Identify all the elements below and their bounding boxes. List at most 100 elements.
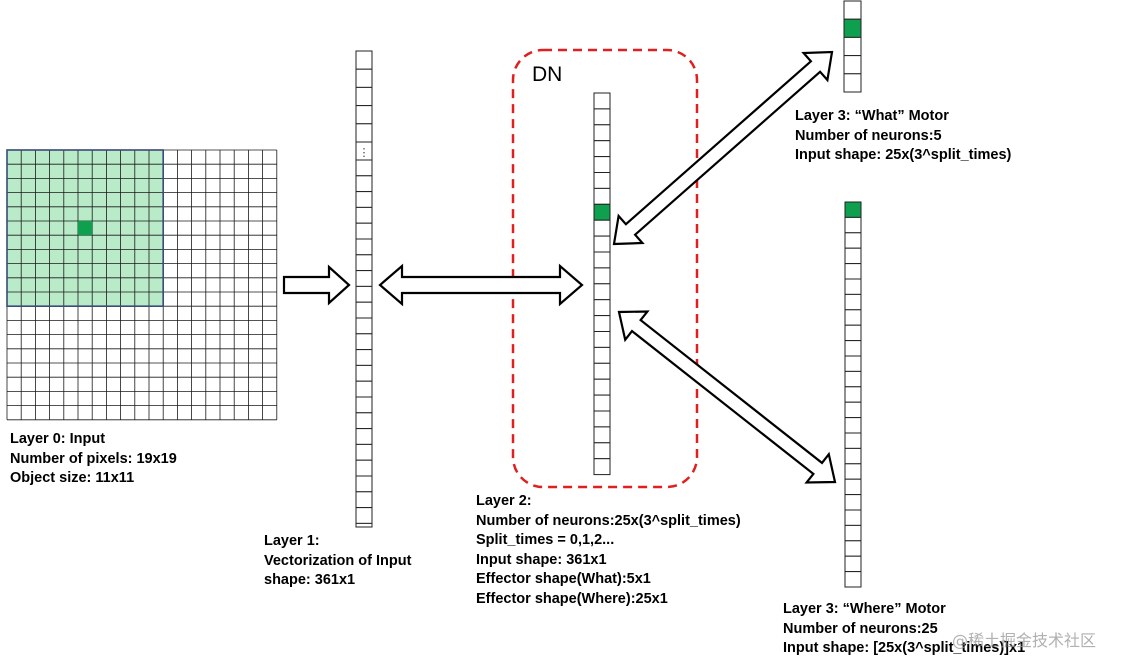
layer1-cell — [355, 254, 373, 272]
layer2-neurons: Number of neurons:25x(3^split_times) — [476, 512, 741, 529]
layer2-neuron — [593, 442, 611, 460]
where-motor-neuron — [844, 478, 862, 496]
where-input-shape: Input shape: [25x(3^split_times)]x1 — [783, 640, 1026, 656]
layer2-input-shape: Input shape: 361x1 — [476, 551, 607, 568]
where-motor-neuron — [844, 555, 862, 573]
what-input-shape: Input shape: 25x(3^split_times) — [795, 147, 1012, 163]
arrow-input-to-layer1 — [282, 264, 351, 306]
what-title: Layer 3: “What” Motor — [795, 108, 949, 124]
layer2-split: Split_times = 0,1,2... — [476, 532, 615, 548]
layer2-neuron-column — [593, 92, 611, 476]
where-motor-neuron — [844, 432, 862, 449]
layer2-neuron — [593, 315, 611, 333]
layer1-cell — [355, 459, 373, 477]
layer0-object-size: Object size: 11x11 — [10, 470, 135, 486]
layer2-neuron — [593, 331, 611, 348]
where-motor-neuron — [844, 201, 862, 218]
where-motor-neuron — [844, 309, 862, 326]
where-motor-neuron — [844, 355, 862, 372]
where-motor-neuron — [844, 324, 862, 342]
layer1-cell — [355, 349, 373, 366]
layer2-neuron — [593, 251, 611, 269]
arrow-layer2-where — [617, 310, 837, 484]
where-motor-neuron — [844, 571, 862, 588]
layer1-cell — [355, 333, 373, 351]
where-motor-neuron — [844, 386, 862, 403]
layer1-cell — [355, 270, 373, 287]
arrow-layer2-what — [612, 50, 834, 246]
layer2-neuron — [593, 219, 611, 237]
where-motor-neuron — [844, 417, 862, 434]
connection-arrows — [282, 50, 837, 484]
layer1-cell — [355, 396, 373, 414]
layer2-neuron — [593, 267, 611, 285]
layer2-effector-where: Effector shape(Where):25x1 — [476, 590, 668, 607]
layer1-cell — [355, 86, 373, 107]
layer2-neuron — [593, 346, 611, 364]
layer2-neuron — [593, 394, 611, 412]
layer2-neuron — [593, 235, 611, 253]
layer2-neuron — [593, 203, 611, 221]
what-motor-column — [843, 0, 862, 93]
where-motor-column — [844, 201, 862, 588]
dn-label: DN — [532, 63, 563, 86]
layer1-cell — [355, 191, 373, 208]
layer1-vector-column — [355, 50, 373, 528]
what-motor-neuron — [843, 18, 862, 38]
layer2-neuron — [593, 283, 611, 301]
where-motor-neuron — [844, 278, 862, 295]
what-motor-neuron — [843, 73, 862, 93]
layer2-neuron — [593, 92, 611, 110]
layer2-neuron — [593, 172, 611, 189]
input-pixel-grid — [6, 149, 278, 421]
layer0-caption: Layer 0: Input Number of pixels: 19x19 O… — [10, 430, 177, 489]
what-motor-neuron — [843, 55, 862, 75]
where-motor-neuron — [844, 340, 862, 357]
layer2-neuron — [593, 187, 611, 205]
where-motor-neuron — [844, 401, 862, 419]
what-motor-neuron — [843, 0, 862, 20]
where-motor-neuron — [844, 216, 862, 234]
layer2-neuron — [593, 156, 611, 174]
layer1-cell — [355, 105, 373, 125]
layer2-caption: Layer 2: Number of neurons:25x(3^split_t… — [476, 492, 741, 609]
layer2-neuron — [593, 108, 611, 126]
layer1-cell — [355, 364, 373, 382]
where-motor-neuron — [844, 540, 862, 557]
layer1-cell — [355, 317, 373, 335]
layer2-neuron — [593, 410, 611, 428]
layer1-cell — [355, 123, 373, 143]
layer1-cell — [355, 443, 373, 461]
where-motor-neuron — [844, 370, 862, 388]
layer1-title: Layer 1: — [264, 533, 320, 549]
layer1-cell — [355, 238, 373, 256]
where-motor-caption: Layer 3: “Where” Motor Number of neurons… — [783, 600, 1025, 659]
layer0-title: Layer 0: Input — [10, 431, 106, 447]
where-motor-neuron — [844, 232, 862, 249]
watermark: @稀土掘金技术社区 — [952, 631, 1097, 650]
layer2-title: Layer 2: — [476, 493, 532, 509]
where-title: Layer 3: “Where” Motor — [783, 601, 946, 617]
layer1-ellipsis: ⋮ — [359, 146, 370, 159]
where-motor-neuron — [844, 247, 862, 265]
layer1-cell — [355, 507, 373, 524]
where-motor-neuron — [844, 263, 862, 280]
where-neurons: Number of neurons:25 — [783, 620, 938, 637]
layer1-cell — [355, 380, 373, 398]
layer1-gap-cell — [355, 141, 373, 161]
layer1-cell — [355, 68, 373, 88]
layer1-cell — [355, 412, 373, 430]
layer1-cell — [355, 428, 373, 445]
layer1-cell — [355, 285, 373, 303]
what-neurons: Number of neurons:5 — [795, 127, 942, 144]
layer1-cell — [355, 206, 373, 224]
layer1-desc: Vectorization of Input — [264, 552, 412, 569]
layer1-shape: shape: 361x1 — [264, 572, 356, 588]
where-motor-neuron — [844, 524, 862, 542]
layer1-cell — [355, 522, 373, 528]
layer2-neuron — [593, 426, 611, 444]
object-region-border — [6, 149, 164, 307]
where-motor-neuron — [844, 463, 862, 480]
layer1-cell — [355, 301, 373, 319]
